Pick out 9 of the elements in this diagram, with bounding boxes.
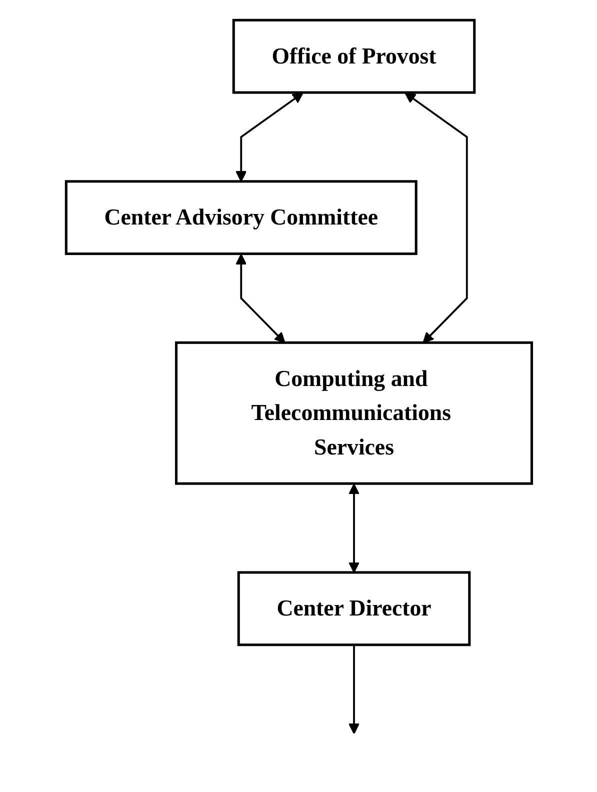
node-box: Computing and Telecommunications Services: [174, 341, 533, 485]
node-box: Center Director: [236, 571, 470, 646]
arrow: [348, 484, 360, 573]
arrow: [404, 92, 468, 344]
arrow: [235, 92, 303, 182]
arrow: [348, 644, 360, 734]
node-box: Center Advisory Committee: [64, 180, 417, 256]
node-box: Office of Provost: [232, 18, 476, 94]
arrow: [235, 254, 285, 344]
